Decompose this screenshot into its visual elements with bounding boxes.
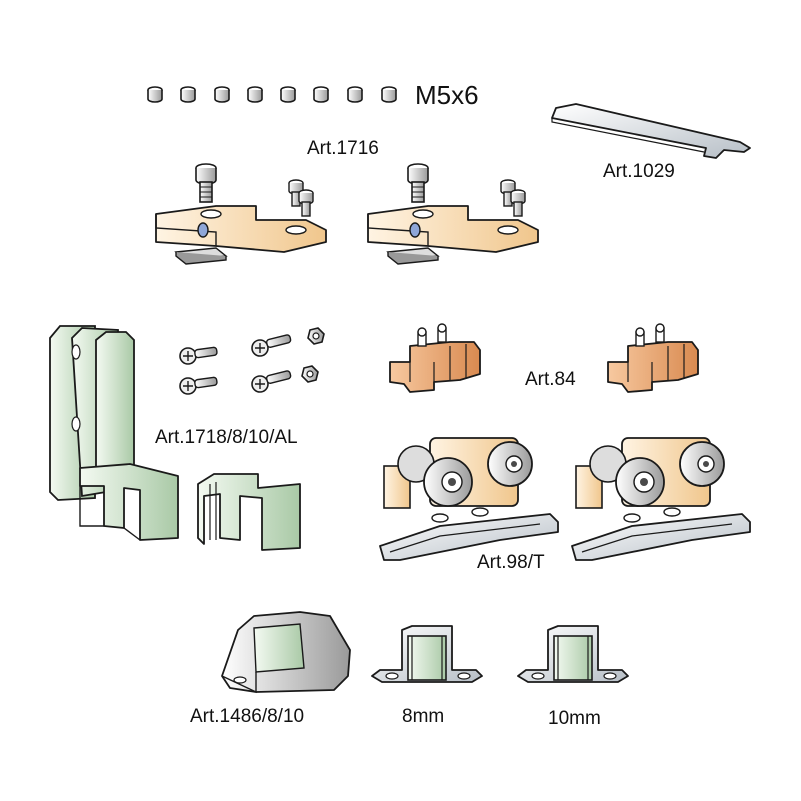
label-10mm: 10mm [548,708,601,729]
screw-icon [179,346,218,365]
set-screw-icon [180,86,196,103]
label-m5x6: M5x6 [415,80,479,110]
top-bracket-icon [367,163,539,265]
set-screw-icon [381,86,397,103]
set-screw-icon [313,86,329,103]
screw-nut-group [179,327,325,395]
top-bracket-icon [155,163,327,265]
label-art98t: Art.98/T [477,552,545,573]
floor-guide-icon [221,611,351,694]
label-8mm: 8mm [402,706,445,727]
height-adjuster-icon [607,323,699,393]
screw-icon [251,334,292,357]
set-screw-icon [347,86,363,103]
label-art1716: Art.1716 [307,138,379,159]
set-screw-icon [147,86,163,103]
set-screw-icon [280,86,296,103]
channel-guide-icon [49,325,179,541]
roller-trolley-icon [379,437,559,561]
set-screw-group [147,86,397,103]
flat-spanner-icon [551,103,751,159]
screw-icon [251,370,292,393]
nut-icon [301,365,319,383]
guide-10mm-icon [517,625,629,683]
nut-icon [307,327,325,345]
channel-guide-icon [197,473,301,551]
set-screw-icon [247,86,263,103]
label-art84: Art.84 [525,369,576,390]
set-screw-icon [214,86,230,103]
roller-trolley-icon [571,437,751,561]
screw-icon [179,376,218,395]
label-art1029: Art.1029 [603,161,675,182]
label-art1486: Art.1486/8/10 [190,706,305,727]
label-art1718: Art.1718/8/10/AL [155,427,298,448]
height-adjuster-icon [389,323,481,393]
guide-8mm-icon [371,625,483,683]
